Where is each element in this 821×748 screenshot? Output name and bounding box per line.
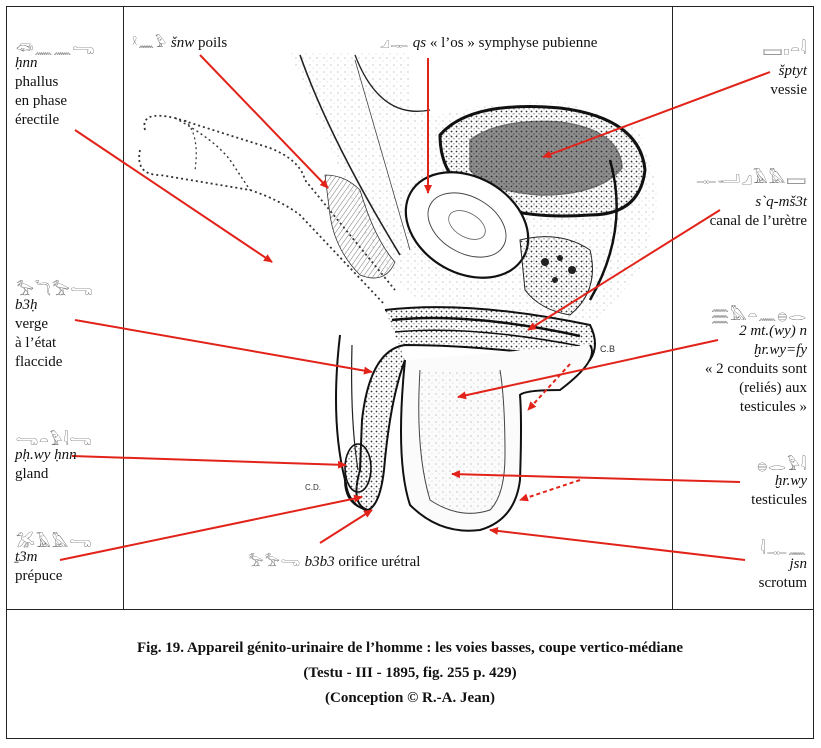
drawing-mark-cb: C.B <box>600 344 615 354</box>
arrow-hrwy-dashed <box>519 479 581 502</box>
translit-snw: šnw <box>170 35 195 51</box>
hieroglyph-mtwy: 𓈗𓅓𓏏𓈖𓐍𓂋 <box>711 308 807 324</box>
pubic-hair <box>324 174 396 279</box>
hieroglyph-b3h: 𓅡𓆓𓅡𓂸 <box>16 283 94 299</box>
illustration-panel <box>6 6 814 610</box>
label-phwy: pḥ.wy ḥnn gland <box>15 446 77 484</box>
arrow-b3h <box>74 319 373 375</box>
erect-phallus-outline <box>138 114 396 306</box>
label-b3b3-text: orifice urétral <box>338 554 421 570</box>
label-mtwy-line3: testicules » <box>739 399 807 415</box>
label-mtwy: 2 mt.(wy) n ḫr.wy=fy « 2 conduits sont (… <box>705 322 807 417</box>
label-mtwy-line1: « 2 conduits sont <box>704 361 807 377</box>
translit-sptyt: šptyt <box>778 63 807 79</box>
arrow-t3m <box>59 494 363 561</box>
hieroglyph-t3m: 𓅮𓄿𓅓𓂸 <box>16 535 93 551</box>
label-hnn-line2: en phase <box>15 93 68 109</box>
label-msdt: s`q-mš3t canal de l’urètre <box>710 193 807 231</box>
arrow-mtwy-dashed <box>527 363 571 411</box>
translit-hnn: ḥnn <box>15 55 38 71</box>
translit-qs: qs <box>412 35 427 51</box>
translit-hrwy: ḫr.wy <box>774 473 807 489</box>
figure-frame <box>6 6 814 739</box>
label-sptyt: šptyt vessie <box>770 62 807 100</box>
drawing-mark-cd: C.D. <box>305 483 321 492</box>
arrow-snw <box>199 54 329 189</box>
label-mtwy-line2: (reliés) aux <box>739 380 807 396</box>
translit-b3b3: b3b3 <box>304 554 335 570</box>
hieroglyph-snw: 𓍲𓈖𓅱 <box>132 35 168 50</box>
arrow-hnn <box>74 129 273 263</box>
label-snw: 𓍲𓈖𓅱 šnw poils <box>132 33 227 53</box>
hieroglyph-hnn: 𓆛𓈖𓈖𓂸 <box>16 42 96 58</box>
translit-msdt: s`q-mš3t <box>755 194 807 210</box>
hieroglyph-sptyt: 𓈙𓊪𓏏𓇋 <box>762 42 807 58</box>
flaccid-penis <box>335 306 596 513</box>
label-hrwy: ḫr.wy testicules <box>751 472 807 510</box>
arrow-b3b3 <box>319 509 373 544</box>
label-sptyt-text: vessie <box>770 82 807 98</box>
callout-arrows <box>59 54 771 561</box>
label-hnn-line3: érectile <box>15 112 60 128</box>
hieroglyph-phwy: 𓂸𓏏𓅱𓇋𓂸 <box>16 433 93 449</box>
caption-line1: Fig. 19. Appareil génito-urinaire de l’h… <box>136 640 684 656</box>
label-hnn: ḥnn phallus en phase érectile <box>15 54 67 130</box>
figure-caption: Fig. 19. Appareil génito-urinaire de l’h… <box>6 610 814 739</box>
prostate-region <box>519 236 593 316</box>
arrow-msdt <box>527 209 721 331</box>
scrotum: C.B C.D. <box>305 344 615 532</box>
arrow-hrwy <box>451 470 741 483</box>
right-label-column <box>672 6 814 610</box>
translit-b3h: b3ḥ <box>15 297 38 313</box>
label-qs-text: « l’os » symphyse pubienne <box>429 35 598 51</box>
caption-line2: (Testu - III - 1895, fig. 255 p. 429) <box>303 665 517 681</box>
label-t3m: ṯ3m prépuce <box>15 548 62 586</box>
translit-jsn: jsn <box>789 556 807 572</box>
left-label-column <box>6 6 124 610</box>
label-snw-text: poils <box>197 35 228 51</box>
label-b3h-line1: verge <box>15 316 49 332</box>
translit-mtwy-1: 2 mt.(wy) n <box>739 323 807 339</box>
label-b3h: b3ḥ verge à l’état flaccide <box>15 296 62 372</box>
arrow-mtwy <box>457 339 719 400</box>
caption-line3: (Conception © R.-A. Jean) <box>325 690 495 706</box>
hieroglyph-qs: 𓈎𓊃 <box>380 35 410 50</box>
label-t3m-text: prépuce <box>15 568 63 584</box>
label-jsn: jsn scrotum <box>759 555 807 593</box>
label-phwy-text: gland <box>15 466 49 482</box>
arrow-jsn <box>489 526 746 561</box>
label-b3h-line3: flaccide <box>15 354 63 370</box>
hieroglyph-msdt: 𓊃𓂝𓈎𓄿𓅓𓈙 <box>696 171 807 187</box>
label-qs: 𓈎𓊃 qs « l’os » symphyse pubienne <box>380 33 597 53</box>
label-b3b3: 𓅡𓅡𓂸 b3b3 orifice urétral <box>248 552 420 572</box>
label-hnn-line1: phallus <box>15 74 59 90</box>
hieroglyph-hrwy: 𓐍𓂋𓅱𓇋 <box>757 458 807 474</box>
translit-phwy: pḥ.wy ḥnn <box>15 447 77 463</box>
arrow-sptyt <box>542 71 771 158</box>
label-msdt-text: canal de l’urètre <box>709 213 807 229</box>
hieroglyph-b3b3: 𓅡𓅡𓂸 <box>248 554 301 569</box>
label-jsn-text: scrotum <box>758 575 807 591</box>
hieroglyph-jsn: 𓇋𓊃𓈖 <box>760 542 807 558</box>
label-b3h-line2: à l’état <box>15 335 57 351</box>
arrow-phwy <box>71 455 347 469</box>
label-hrwy-text: testicules <box>751 492 807 508</box>
translit-mtwy-2: ḫr.wy=fy <box>753 342 807 358</box>
translit-t3m: ṯ3m <box>15 549 38 565</box>
